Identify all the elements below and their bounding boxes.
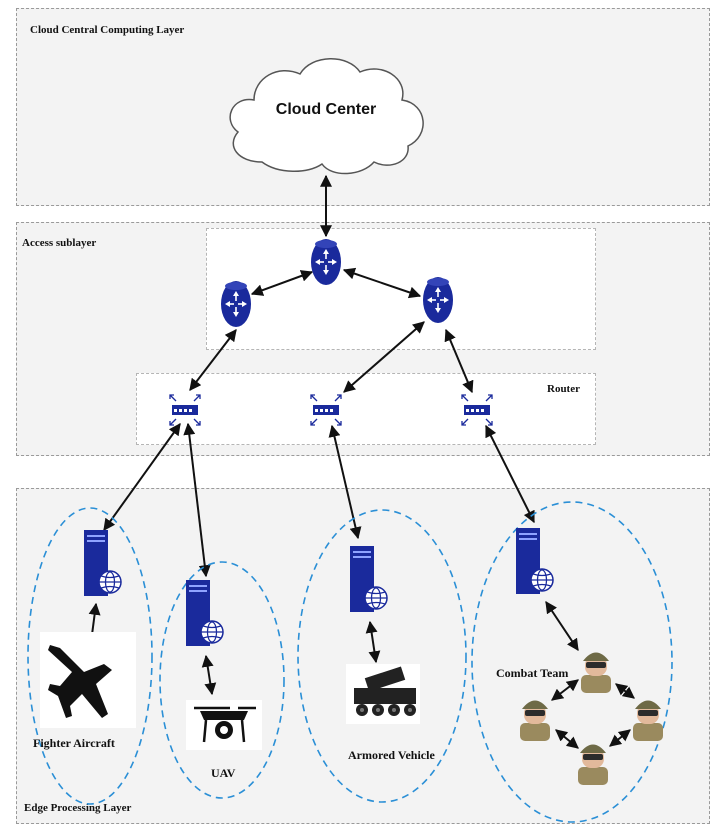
uav-icon <box>186 700 262 750</box>
soldier-icon <box>581 652 611 693</box>
core-router-icon <box>220 280 252 328</box>
edge-server-icon <box>349 545 388 613</box>
cloud-center-label: Cloud Center <box>276 101 376 118</box>
edge-clusters <box>27 501 673 823</box>
fighter-aircraft-label: Fighter Aircraft <box>33 736 115 750</box>
armored-vehicle-icon <box>346 664 420 724</box>
edge-server-icon <box>515 527 554 595</box>
connection-arrows <box>85 174 635 749</box>
core-router-icon <box>310 238 342 286</box>
cloud-icon <box>229 58 424 175</box>
access-layer-label: Access sublayer <box>22 237 97 249</box>
fighter-aircraft-icon <box>40 632 136 728</box>
soldier-icon <box>520 700 550 741</box>
core-router-icon <box>422 276 454 324</box>
combat-team-label: Combat Team <box>496 666 569 680</box>
soldier-icon <box>578 744 608 785</box>
edge-server-icon <box>185 579 224 647</box>
uav-label: UAV <box>211 766 236 780</box>
router-switch-icon <box>461 394 493 426</box>
edge-server-icon <box>83 529 122 597</box>
cloud-layer-label: Cloud Central Computing Layer <box>30 24 185 36</box>
armored-vehicle-label: Armored Vehicle <box>348 748 435 762</box>
router-switch-icon <box>169 394 201 426</box>
soldier-icon <box>633 700 663 741</box>
router-label: Router <box>547 383 580 395</box>
edge-layer-label: Edge Processing Layer <box>24 802 132 814</box>
router-switch-icon <box>310 394 342 426</box>
